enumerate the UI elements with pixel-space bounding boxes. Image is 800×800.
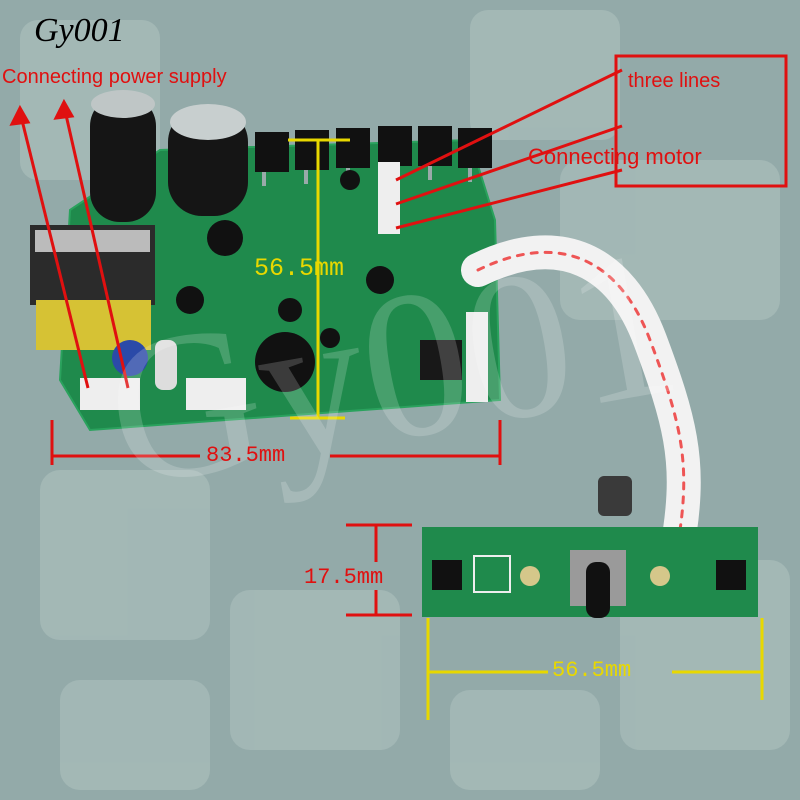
small-height-dimension xyxy=(346,523,412,617)
main-height-label: 56.5mm xyxy=(254,254,345,283)
brand-logo-text: Gy001 xyxy=(34,12,125,49)
motor-callout-box xyxy=(614,54,788,188)
motor-lines xyxy=(395,68,623,230)
main-height-dimension xyxy=(288,138,350,420)
ribbon-cable xyxy=(461,235,701,547)
small-width-dimension xyxy=(426,618,764,720)
small-width-label: 56.5mm xyxy=(552,658,632,683)
small-height-label: 17.5mm xyxy=(304,565,384,590)
main-width-label: 83.5mm xyxy=(206,443,286,468)
control-board xyxy=(422,476,758,618)
power-arrows xyxy=(9,98,130,389)
three-lines-label: three lines xyxy=(628,70,721,92)
connecting-motor-label: Connecting motor xyxy=(528,144,702,169)
main-width-dimension xyxy=(50,420,502,465)
power-supply-label: Connecting power supply xyxy=(2,66,227,88)
